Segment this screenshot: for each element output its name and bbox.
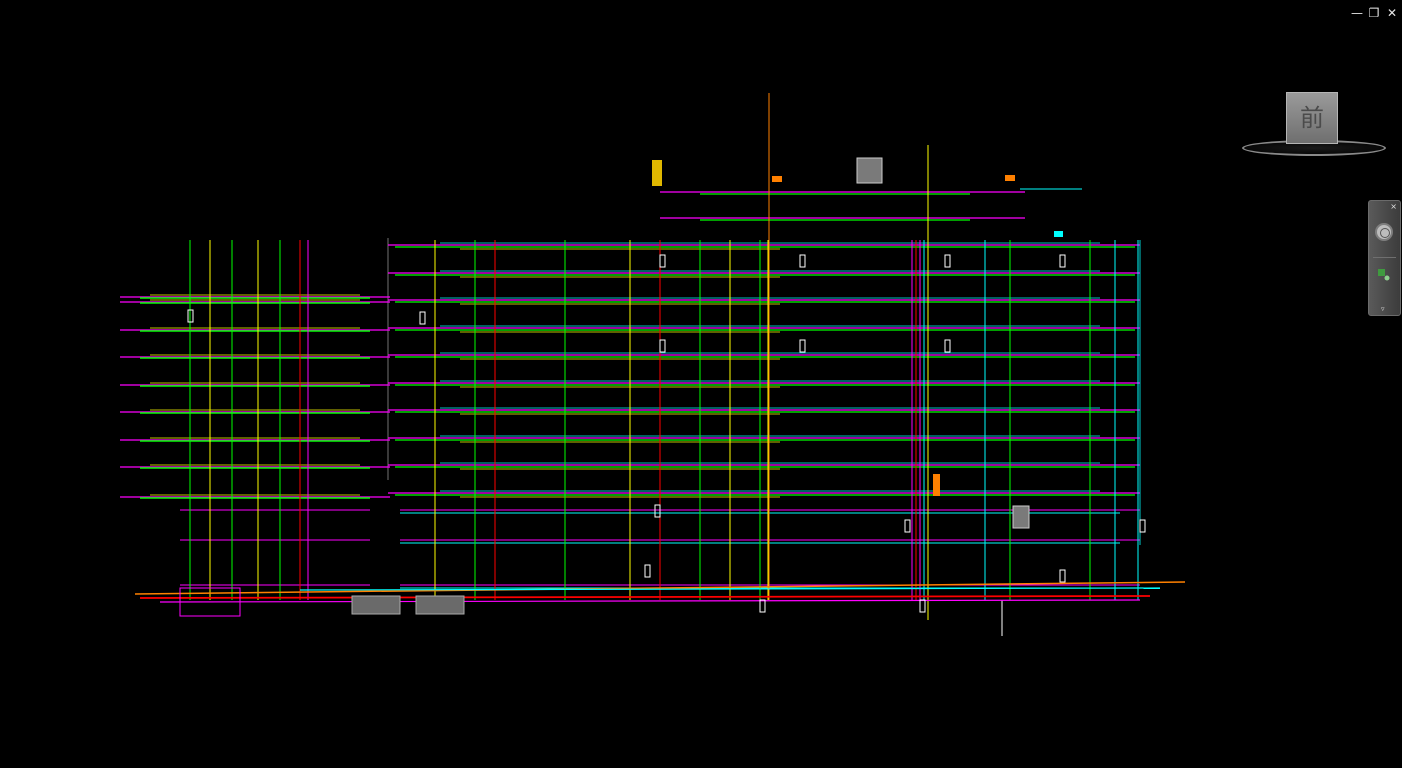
- equipment-block: [856, 157, 883, 184]
- ground-level-pipes: [134, 581, 1186, 603]
- full-navigation-wheel-icon[interactable]: [1375, 223, 1393, 241]
- restore-button[interactable]: ❐: [1368, 6, 1380, 20]
- equipment-block: [179, 587, 241, 617]
- viewcube[interactable]: 前: [1238, 88, 1386, 158]
- pipe-tag: [187, 309, 194, 323]
- equipment-block: [1054, 231, 1063, 237]
- navbar-divider: [1373, 257, 1396, 258]
- pipe-tag: [799, 254, 806, 268]
- equipment-block: [933, 474, 940, 496]
- pipe-tag: [799, 339, 806, 353]
- equipment-block: [351, 595, 401, 615]
- pipe-tag: [1139, 519, 1146, 533]
- building-outline: [387, 238, 1141, 545]
- equipment-block: [772, 176, 782, 182]
- viewcube-front-face[interactable]: 前: [1286, 92, 1338, 144]
- ground-pipe-red: [139, 595, 1151, 599]
- pipe-tag: [1059, 569, 1066, 583]
- minimize-button[interactable]: —: [1351, 6, 1363, 20]
- floor-slab-lines: [120, 188, 1140, 589]
- ground-pipe-magenta: [159, 599, 1141, 603]
- pipe-tag: [659, 339, 666, 353]
- equipment-block: [415, 595, 465, 615]
- close-button[interactable]: ✕: [1386, 6, 1398, 20]
- pipe-tag: [919, 599, 926, 613]
- pan-icon[interactable]: [1378, 269, 1390, 281]
- pipe-tag: [944, 254, 951, 268]
- pipe-tag: [644, 564, 651, 578]
- pipe-tag: [659, 254, 666, 268]
- equipment-block: [652, 160, 662, 186]
- pipe-tag: [1059, 254, 1066, 268]
- ground-pipe-cyan: [299, 587, 1161, 591]
- pipe-tag: [759, 599, 766, 613]
- navbar-menu-icon[interactable]: ▿: [1381, 305, 1385, 313]
- equipment-block: [1012, 505, 1030, 529]
- pipe-tag: [654, 504, 661, 518]
- ground-pipe-orange: [134, 581, 1186, 595]
- pipe-risers: [189, 93, 1139, 636]
- navigation-bar: × ▿: [1368, 200, 1401, 316]
- pipe-tag: [944, 339, 951, 353]
- pipe-tag: [904, 519, 911, 533]
- equipment-blocks: [179, 157, 1146, 617]
- pipe-tag: [419, 311, 426, 325]
- navbar-close-icon[interactable]: ×: [1390, 202, 1397, 211]
- equipment-block: [1005, 175, 1015, 181]
